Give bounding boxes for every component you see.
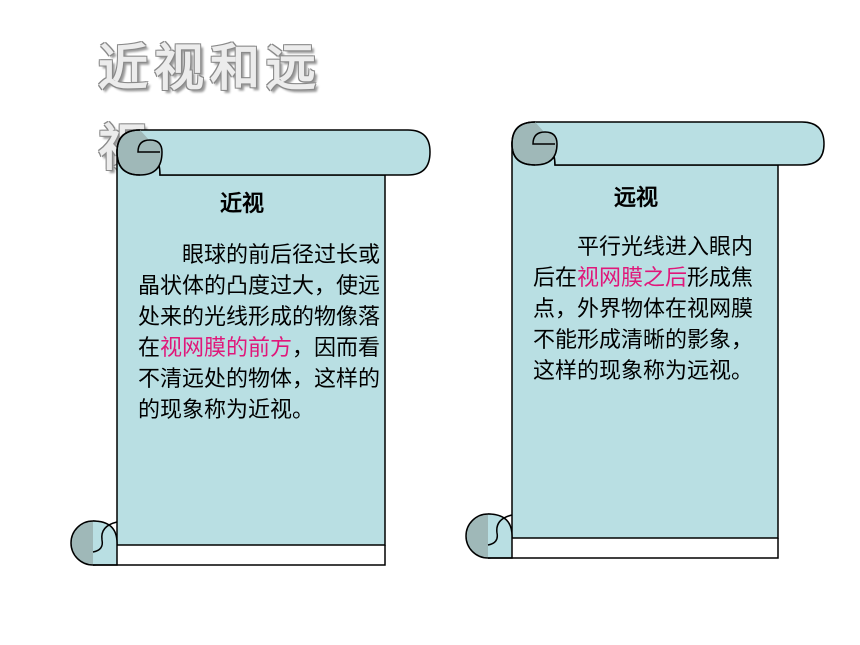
hyperopia-text-after: 形成焦点，外界物体在视网膜不能形成清晰的影象，这样的现象称为远视。 (533, 266, 754, 384)
myopia-highlight: 视网膜的前方 (160, 336, 293, 361)
hyperopia-description: 平行光线进入眼内后在视网膜之后形成焦点，外界物体在视网膜不能形成清晰的影象，这样… (533, 232, 766, 387)
hyperopia-highlight: 视网膜之后 (577, 266, 688, 291)
hyperopia-heading: 远视 (614, 186, 659, 211)
myopia-text-after: ，因而看不清远处的物体，这样的的现象称为近视。 (138, 336, 381, 423)
myopia-description: 眼球的前后径过长或晶状体的凸度过大，使远处来的光线形成的物像落在视网膜的前方，因… (138, 240, 384, 426)
hyperopia-text-before: 平行光线进入眼内后在 (533, 235, 754, 291)
myopia-text-before: 眼球的前后径过长或晶状体的凸度过大，使远处来的光线形成的物像落在 (138, 243, 381, 361)
myopia-heading: 近视 (220, 192, 265, 217)
